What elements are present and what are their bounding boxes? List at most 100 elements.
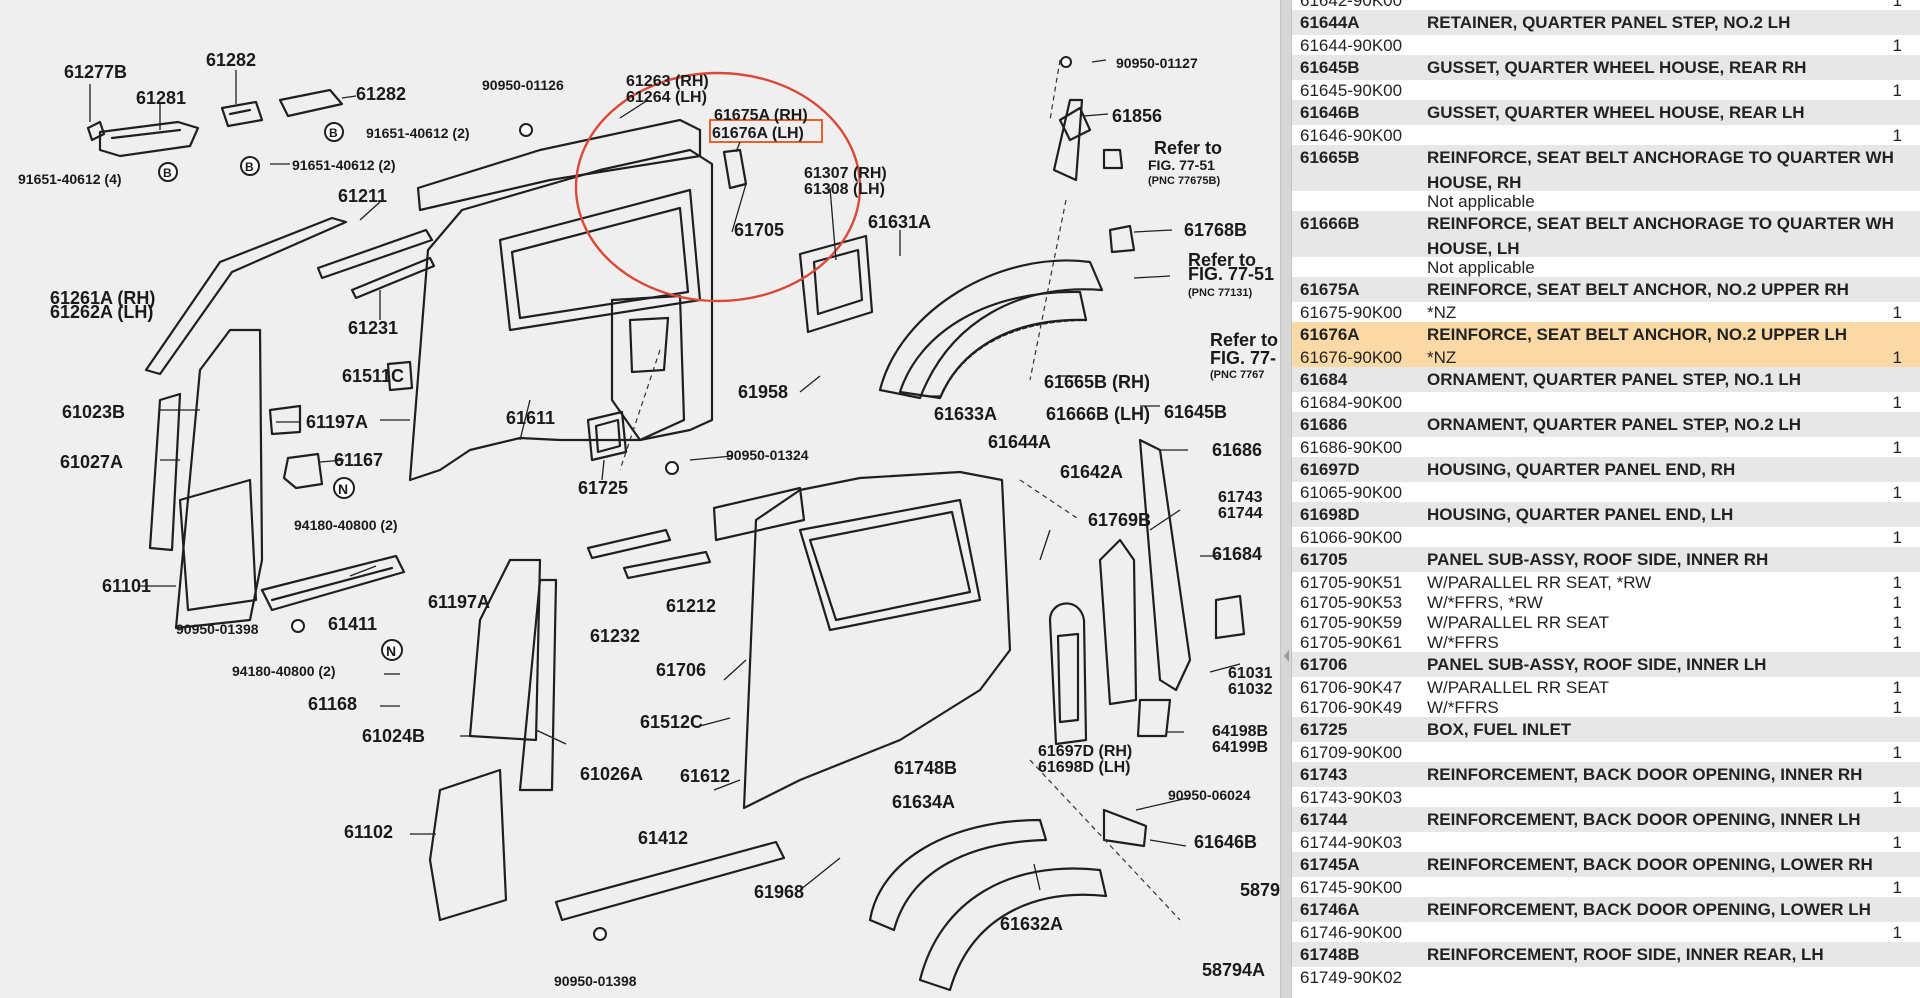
callout-label[interactable]: 61631A bbox=[868, 212, 931, 232]
callout-label[interactable]: 61511C bbox=[342, 366, 404, 386]
callout-label[interactable]: 61705 bbox=[734, 220, 784, 240]
callout-label[interactable]: 61197A bbox=[306, 412, 368, 432]
callout-label[interactable]: 61281 bbox=[136, 88, 186, 108]
callout-label[interactable]: 61612 bbox=[680, 766, 730, 786]
callout-label[interactable]: 61411 bbox=[328, 614, 377, 634]
callout-label[interactable]: 91651-40612 (2) bbox=[292, 157, 396, 173]
callout-label[interactable]: 61211 bbox=[338, 186, 387, 206]
callout-label[interactable]: 61686 bbox=[1212, 440, 1262, 460]
part-number-row[interactable]: 61749-90K02 bbox=[1292, 967, 1920, 987]
callout-label[interactable]: FIG. 77-51 bbox=[1188, 264, 1274, 284]
callout-label[interactable]: 61031 bbox=[1228, 665, 1273, 682]
callout-label[interactable]: 61102 bbox=[344, 822, 393, 842]
pane-splitter[interactable] bbox=[1280, 0, 1292, 998]
callout-label[interactable]: 61101 bbox=[102, 576, 151, 596]
callout-label[interactable]: 61644A bbox=[988, 432, 1051, 452]
callout-label[interactable]: 61167 bbox=[334, 450, 383, 470]
part-group-row[interactable]: HOUSE, RH bbox=[1292, 170, 1920, 192]
callout-label[interactable]: 61611 bbox=[506, 408, 555, 428]
callout-label[interactable]: 90950-01126 bbox=[482, 77, 564, 93]
callout-label[interactable]: N bbox=[386, 643, 396, 659]
callout-label[interactable]: 61264 (LH) bbox=[626, 89, 707, 106]
callout-label[interactable]: 61263 (RH) bbox=[626, 73, 709, 90]
callout-label[interactable]: 61277B bbox=[64, 62, 127, 82]
callout-label[interactable]: 61023B bbox=[62, 402, 125, 422]
callout-label[interactable]: 61212 bbox=[666, 596, 716, 616]
callout-label[interactable]: 61642A bbox=[1060, 462, 1123, 482]
callout-label[interactable]: (PNC 77675B) bbox=[1148, 175, 1220, 187]
callout-label[interactable]: 61684 bbox=[1212, 544, 1262, 564]
part-number-row[interactable]: Not applicable bbox=[1292, 191, 1920, 211]
callout-label[interactable]: 90950-06024 bbox=[1168, 787, 1251, 803]
callout-label[interactable]: 61197A bbox=[428, 592, 490, 612]
part-number-row[interactable]: Not applicable bbox=[1292, 257, 1920, 277]
callout-label[interactable]: 61026A bbox=[580, 764, 643, 784]
part-group-row[interactable]: HOUSE, LH bbox=[1292, 236, 1920, 258]
callout-label[interactable]: 5879 bbox=[1240, 880, 1280, 900]
callout-label[interactable]: 61666B (LH) bbox=[1046, 404, 1150, 424]
callout-label[interactable]: N bbox=[338, 481, 348, 497]
callout-label[interactable]: 61665B (RH) bbox=[1044, 372, 1150, 392]
callout-label[interactable]: 61676A (LH) bbox=[712, 125, 804, 142]
callout-label[interactable]: 61958 bbox=[738, 382, 788, 402]
callout-label[interactable]: Refer to bbox=[1154, 138, 1222, 158]
callout-label[interactable]: 61725 bbox=[578, 478, 628, 498]
callout-label[interactable]: 61634A bbox=[892, 792, 955, 812]
callout-label[interactable]: 61675A (RH) bbox=[714, 107, 808, 124]
collapse-arrow-icon[interactable] bbox=[1284, 650, 1289, 662]
callout-label[interactable]: FIG. 77-51 bbox=[1148, 157, 1215, 173]
callout-label[interactable]: 61698D (LH) bbox=[1038, 759, 1130, 776]
callout-label[interactable]: 61697D (RH) bbox=[1038, 743, 1132, 760]
callout-label[interactable]: 61262A (LH) bbox=[50, 302, 153, 322]
callout-label[interactable]: 61769B bbox=[1088, 510, 1151, 530]
callout-label[interactable]: 61646B bbox=[1194, 832, 1257, 852]
callout-label[interactable]: 61307 (RH) bbox=[804, 165, 887, 182]
callout-label[interactable]: 61027A bbox=[60, 452, 123, 472]
callout-label[interactable]: 58794A bbox=[1202, 960, 1265, 980]
callout-label[interactable]: 91651-40612 (4) bbox=[18, 171, 122, 187]
callout-label[interactable]: 61512C bbox=[640, 712, 703, 732]
callout-label[interactable]: 64199B bbox=[1212, 739, 1268, 756]
callout-label[interactable]: 64198B bbox=[1212, 723, 1268, 740]
callout-label[interactable]: 91651-40612 (2) bbox=[366, 125, 470, 141]
callout-label[interactable]: FIG. 77- bbox=[1210, 348, 1276, 368]
callout-label[interactable]: 61231 bbox=[348, 318, 398, 338]
callout-label[interactable]: 61632A bbox=[1000, 914, 1063, 934]
callout-label[interactable]: 61282 bbox=[206, 50, 256, 70]
callout-label[interactable]: 61261A (RH) bbox=[50, 288, 155, 308]
